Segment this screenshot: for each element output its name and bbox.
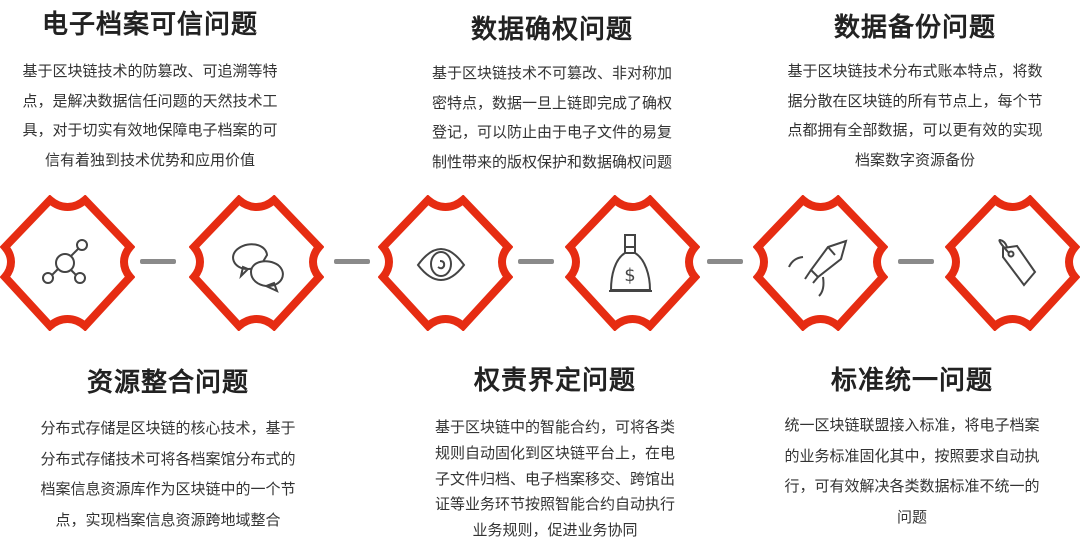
card-text-line: 分布式存储是区块链的核心技术，基于 (40, 419, 296, 437)
card-bottom-1: 资源整合问题 分布式存储是区块链的核心技术，基于 分布式存储技术可将各档案馆分布… (40, 366, 295, 535)
card-text-line: 点，实现档案信息资源跨地域整合 (55, 510, 281, 529)
card-title: 标准统一问题 (830, 366, 994, 396)
card-title: 数据备份问题 (833, 13, 997, 43)
diamond-frame-2 (189, 195, 324, 331)
svg-text:$: $ (624, 265, 635, 286)
card-text-line: 行，可有效解决各类数据标准不统一的 (784, 477, 1040, 495)
rocket-icon (788, 239, 848, 297)
diamond-frame-1 (0, 195, 135, 331)
card-title: 数据确权问题 (470, 15, 634, 45)
connector (518, 259, 554, 264)
chat-bubbles-icon (232, 243, 284, 293)
card-text-line: 信有着独到技术优势和应用价值 (44, 150, 256, 169)
card-text-line: 据分散在区块链的所有节点上，每个节 (787, 91, 1043, 110)
card-text-line: 基于区块链中的智能合约，可将各类 (434, 418, 676, 436)
card-text-line: 规则自动固化到区块链平台上，在电 (434, 443, 676, 462)
card-top-3: 数据备份问题 基于区块链技术分布式账本特点，将数 据分散在区块链的所有节点上，每… (787, 11, 1042, 175)
eye-icon (416, 248, 466, 281)
connector (707, 259, 743, 264)
card-top-1: 电子档案可信问题 基于区块链技术的防篡改、可追溯等特 点，是解决数据信任问题的天… (22, 8, 277, 175)
card-text-line: 统一区块链联盟接入标准，将电子档案 (784, 416, 1040, 434)
card-text-line: 基于区块链技术分布式账本特点，将数 (787, 62, 1043, 80)
card-text-line: 分布式存储技术可将各档案馆分布式的 (40, 449, 296, 468)
money-bag-icon: $ (609, 234, 652, 292)
card-text-line: 业务规则，促进业务协同 (472, 521, 638, 540)
diamond-frame-3 (378, 195, 513, 331)
card-text-line: 密特点，数据一旦上链即完成了确权 (431, 93, 673, 112)
card-text-line: 问题 (896, 507, 928, 526)
card-text-line: 点，是解决数据信任问题的天然技术工 (22, 91, 278, 110)
card-title: 资源整合问题 (86, 368, 250, 398)
diamond-frame-6 (945, 195, 1080, 331)
card-text-line: 子文件归档、电子档案移交、跨馆出 (434, 469, 676, 488)
card-text-line: 基于区块链技术不可篡改、非对称加 (431, 64, 673, 82)
card-text-line: 制性带来的版权保护和数据确权问题 (431, 152, 673, 171)
card-text-line: 证等业务环节按照智能合约自动执行 (434, 495, 676, 514)
card-text-line: 具，对于切实有效地保障电子档案的可 (22, 121, 278, 139)
connector (898, 259, 934, 264)
card-text-line: 档案信息资源库作为区块链中的一个节 (40, 480, 296, 498)
card-bottom-2: 权责界定问题 基于区块链中的智能合约，可将各类 规则自动固化到区块链平台上，在电… (435, 364, 675, 544)
connector (334, 259, 370, 264)
diamond-frame-4: $ (565, 195, 700, 331)
connector (140, 259, 176, 264)
card-title: 权责界定问题 (473, 366, 637, 396)
card-bottom-3: 标准统一问题 统一区块链联盟接入标准，将电子档案 的业务标准固化其中，按照要求自… (784, 364, 1039, 532)
card-text-line: 登记，可以防止由于电子文件的易复 (431, 123, 673, 141)
price-tag-icon (998, 238, 1037, 287)
diamond-frame-5 (753, 195, 888, 331)
card-top-2: 数据确权问题 基于区块链技术不可篡改、非对称加 密特点，数据一旦上链即完成了确权… (432, 13, 672, 177)
card-text-line: 基于区块链技术的防篡改、可追溯等特 (22, 62, 278, 80)
card-title: 电子档案可信问题 (41, 10, 259, 40)
card-text-line: 档案数字资源备份 (854, 150, 976, 169)
network-nodes-icon (42, 239, 88, 284)
card-text-line: 点都拥有全部数据，可以更有效的实现 (787, 121, 1043, 139)
card-text-line: 的业务标准固化其中，按照要求自动执 (784, 446, 1040, 465)
